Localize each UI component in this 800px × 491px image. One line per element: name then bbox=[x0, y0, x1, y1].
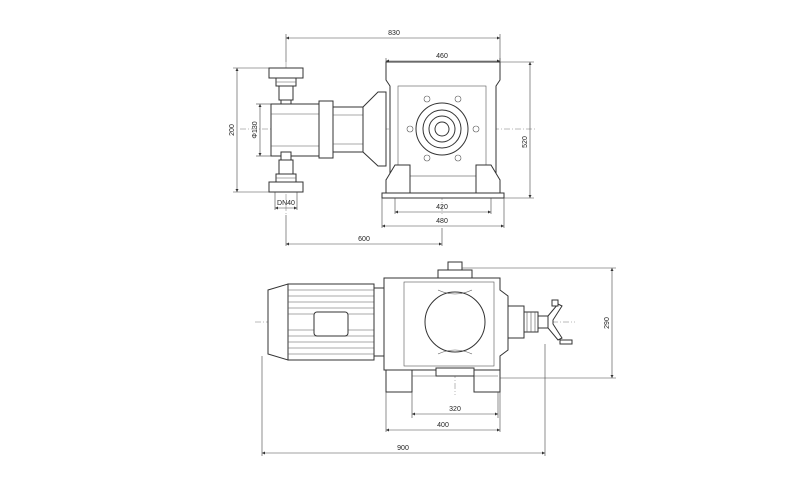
dim-420-label: 420 bbox=[436, 204, 448, 211]
dim-900-label: 900 bbox=[397, 445, 409, 452]
gearbox-side bbox=[383, 261, 573, 393]
pump-head-bottom bbox=[268, 151, 304, 193]
cone-adapter bbox=[362, 91, 387, 167]
plunger-flange bbox=[318, 100, 334, 159]
bottom-view: 320 400 900 290 bbox=[255, 261, 616, 456]
dim-830-label: 830 bbox=[388, 30, 400, 37]
dim-600-label: 600 bbox=[358, 236, 370, 243]
dim-diameter-130: Φ130 bbox=[252, 103, 271, 157]
dim-460: 460 bbox=[385, 53, 501, 63]
dim-600: 600 bbox=[285, 215, 443, 246]
dim-520-label: 520 bbox=[522, 136, 529, 148]
dim-400: 400 bbox=[385, 392, 501, 432]
top-view: 830 460 420 480 600 bbox=[229, 30, 535, 246]
dim-900: 900 bbox=[261, 344, 546, 456]
dim-290-label: 290 bbox=[604, 317, 611, 329]
plunger-housing bbox=[332, 106, 364, 153]
dim-480: 480 bbox=[381, 198, 505, 228]
dim-420: 420 bbox=[394, 198, 492, 214]
dim-320: 320 bbox=[411, 392, 499, 418]
dim-460-label: 460 bbox=[436, 53, 448, 60]
motor bbox=[267, 283, 385, 361]
dim-290: 290 bbox=[462, 267, 616, 379]
dim-400-label: 400 bbox=[437, 422, 449, 429]
dim-dn40: DN40 bbox=[274, 192, 298, 210]
pump-head-top bbox=[268, 67, 304, 109]
dim-200: 200 bbox=[229, 67, 269, 193]
pump-body bbox=[270, 103, 320, 157]
dim-200-label: 200 bbox=[229, 124, 236, 136]
dim-dn40-label: DN40 bbox=[277, 200, 295, 207]
dim-830: 830 bbox=[285, 30, 501, 62]
dim-diameter-130-label: Φ130 bbox=[252, 121, 259, 138]
dim-480-label: 480 bbox=[436, 218, 448, 225]
gearbox-housing bbox=[381, 61, 505, 199]
dim-320-label: 320 bbox=[449, 406, 461, 413]
dim-520: 520 bbox=[500, 61, 534, 199]
